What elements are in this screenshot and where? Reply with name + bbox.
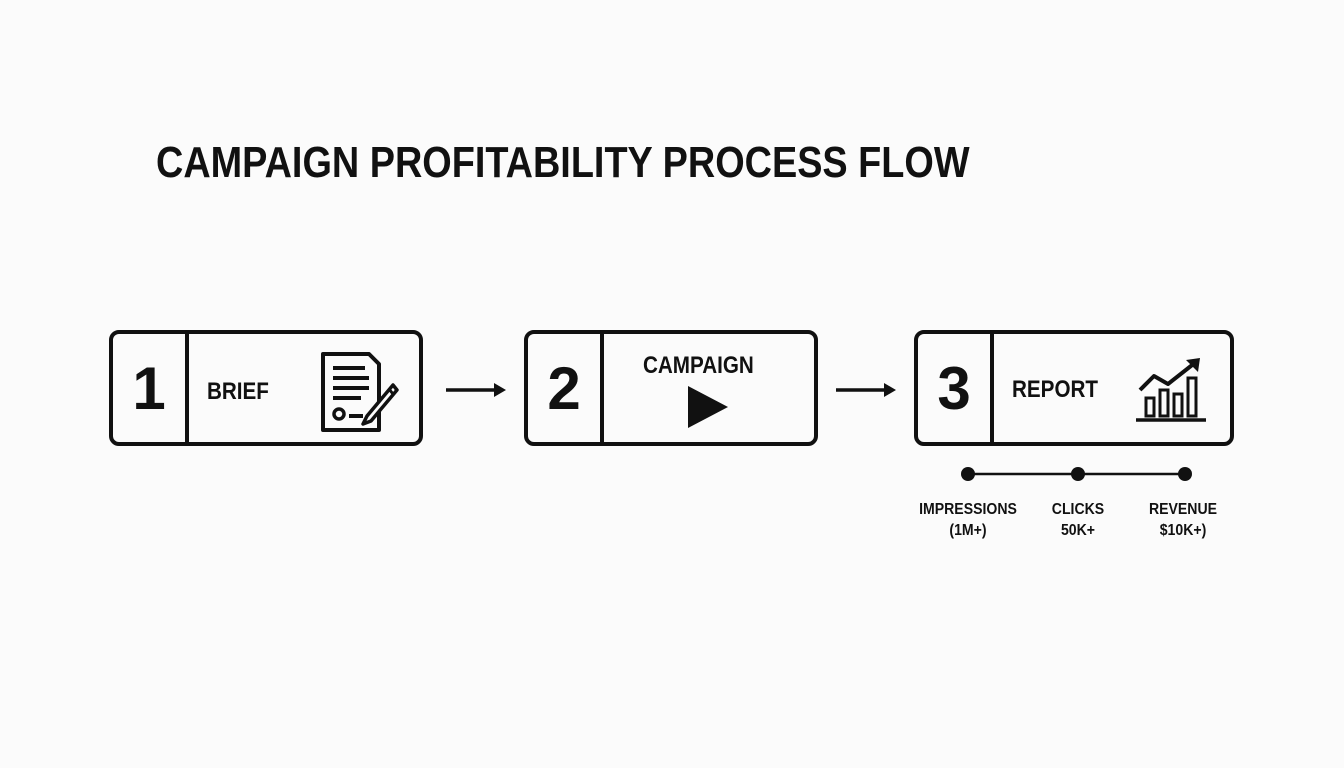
play-icon [688,386,728,428]
metric-value: $10K+) [1159,522,1207,539]
document-pen-icon [321,352,399,432]
bar-chart-growth-icon [1136,358,1206,422]
arrow-right-icon [836,383,896,397]
metric-value: 50K+ [1060,522,1096,539]
arrow-right-icon [446,383,506,397]
timeline-dot [961,467,975,481]
step-report: 3 REPORT [914,330,1234,446]
metric-impressions: IMPRESSIONS (1M+) [919,499,1017,541]
step-label: REPORT [1012,376,1099,403]
metric-name: CLICKS [1051,501,1105,518]
step-brief: 1 BRIEF [109,330,423,446]
step-number: 2 [528,334,604,442]
metric-name: REVENUE [1148,501,1218,518]
step-campaign: 2 CAMPAIGN [524,330,818,446]
step-label: BRIEF [207,378,269,405]
metric-revenue: REVENUE $10K+) [1149,499,1217,541]
metrics-timeline [961,467,1192,481]
step-number: 1 [113,334,189,442]
page-title: CAMPAIGN PROFITABILITY PROCESS FLOW [156,138,970,187]
timeline-dot [1071,467,1085,481]
metric-value: (1M+) [949,522,987,539]
step-label: CAMPAIGN [643,352,754,379]
timeline-dot [1178,467,1192,481]
metric-clicks: CLICKS 50K+ [1052,499,1104,541]
step-number: 3 [918,334,994,442]
metric-name: IMPRESSIONS [919,501,1017,518]
